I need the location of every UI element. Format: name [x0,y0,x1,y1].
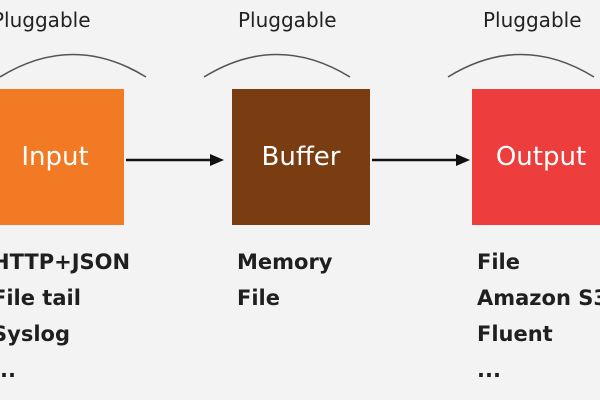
list-item: File [477,250,520,274]
list-item: ... [0,358,16,382]
input-box: Input [0,89,124,225]
list-item: Syslog [0,322,70,346]
list-item: HTTP+JSON [0,250,131,274]
input-box-label: Input [21,142,89,172]
pluggable-heading-buffer: Pluggable [238,8,337,32]
output-plugin-list: File Amazon S3 Fluent ... [477,244,600,388]
list-item: Amazon S3 [477,286,600,310]
input-to-buffer-arrow [126,154,224,166]
input-plugin-list: HTTP+JSON File tail Syslog ... [0,244,130,388]
list-item: Memory [237,250,333,274]
list-item: Fluent [477,322,553,346]
list-item: ... [477,358,501,382]
pluggable-heading-output: Pluggable [483,8,582,32]
pluggable-bracket-buffer [203,53,351,78]
buffer-plugin-list: Memory File [237,244,333,316]
output-box: Output [472,89,600,225]
pluggable-bracket-output [447,53,595,78]
buffer-to-output-arrow [372,154,470,166]
pluggable-bracket-input [0,53,147,78]
output-box-label: Output [495,142,587,172]
list-item: File tail [0,286,81,310]
pluggable-heading-input: Pluggable [0,8,91,32]
buffer-box-label: Buffer [261,142,341,172]
list-item: File [237,286,280,310]
buffer-box: Buffer [232,89,370,225]
